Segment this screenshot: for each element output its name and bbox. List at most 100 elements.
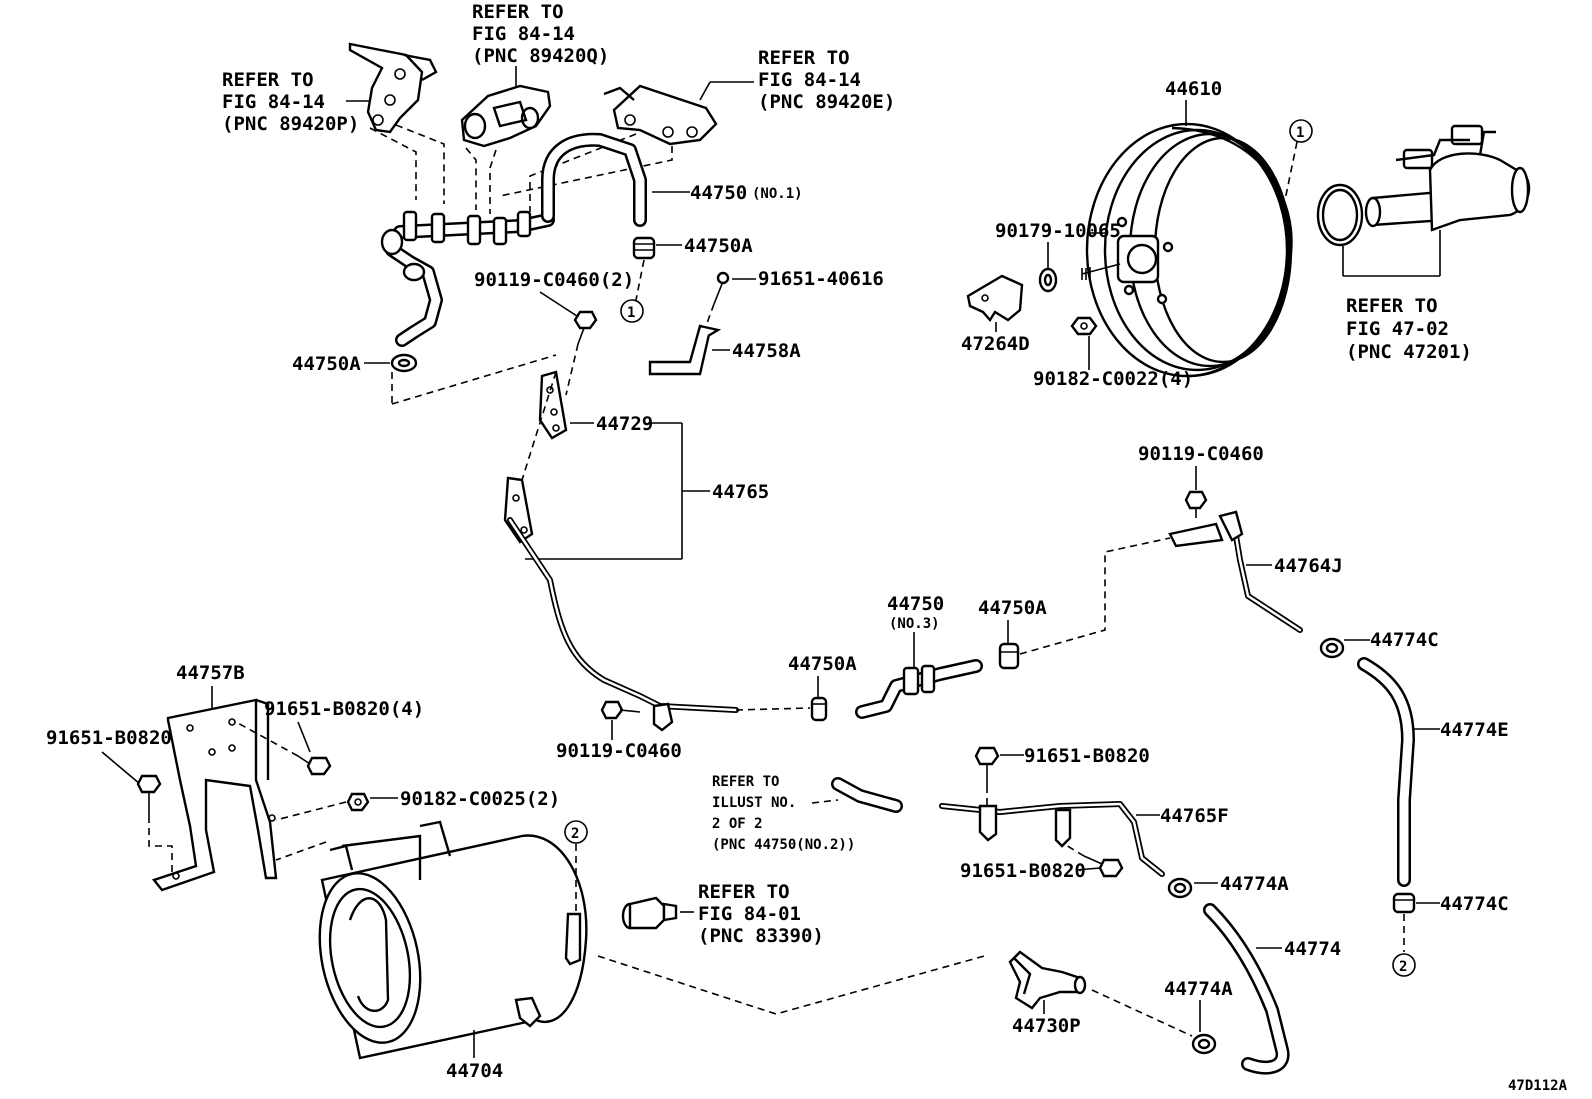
- bolt-90119-C0460-right[interactable]: [1184, 490, 1208, 518]
- ref-illust-line2[interactable]: ILLUST NO.: [712, 795, 796, 811]
- svg-text:2: 2: [1399, 959, 1407, 975]
- o-ring[interactable]: [1316, 183, 1364, 247]
- ref-84-14-p-line3[interactable]: (PNC 89420P): [222, 113, 359, 135]
- label-91651-B0820-left: 91651-B0820: [46, 727, 172, 749]
- clamp-44774A-top[interactable]: [1167, 877, 1193, 899]
- ref-fig-47-02-line1[interactable]: REFER TO: [1346, 295, 1438, 317]
- clamp-44750A-left[interactable]: [390, 353, 418, 373]
- label-44729: 44729: [596, 413, 653, 435]
- label-44704: 44704: [446, 1060, 503, 1082]
- label-91651-40616: 91651-40616: [758, 268, 884, 290]
- label-44765: 44765: [712, 481, 769, 503]
- label-91651-B0820-low: 91651-B0820: [960, 860, 1086, 882]
- label-44750A-top: 44750A: [684, 235, 753, 257]
- hose-bundle-upper[interactable]: [380, 210, 555, 347]
- master-cylinder[interactable]: [1364, 124, 1531, 232]
- label-44757B: 44757B: [176, 662, 245, 684]
- label-91651-B0820-mid: 91651-B0820: [1024, 745, 1150, 767]
- bracket-47264D[interactable]: [966, 274, 1024, 323]
- hose-44750-no1[interactable]: [541, 132, 647, 227]
- marker-1-top: 1: [620, 299, 644, 323]
- vsv-89420P[interactable]: [348, 42, 438, 134]
- nut-90179-10065[interactable]: [1038, 267, 1058, 293]
- label-44774: 44774: [1284, 938, 1341, 960]
- hose-44750-no3[interactable]: [855, 659, 983, 719]
- clamp-44750A-right[interactable]: [998, 642, 1020, 670]
- ref-84-14-p-line2[interactable]: FIG 84-14: [222, 91, 325, 113]
- label-90182-C0025: 90182-C0025(2): [400, 788, 560, 810]
- label-44610: 44610: [1165, 78, 1222, 100]
- ref-84-14-e-line3[interactable]: (PNC 89420E): [758, 91, 895, 113]
- bolt-91651-B0820-mid[interactable]: [974, 746, 1000, 786]
- ref-illust-line1[interactable]: REFER TO: [712, 774, 779, 790]
- brake-booster-44610[interactable]: [1081, 122, 1293, 378]
- pipe-44764J[interactable]: [1168, 510, 1303, 633]
- bracket-44729[interactable]: [538, 370, 568, 440]
- pipe-44765F[interactable]: [939, 801, 1165, 877]
- svg-text:1: 1: [1296, 125, 1304, 141]
- ref-84-14-q-line1[interactable]: REFER TO: [472, 1, 564, 23]
- ref-84-01-line1[interactable]: REFER TO: [698, 881, 790, 903]
- clamp-44750A-mid[interactable]: [810, 696, 828, 722]
- marker-1-booster: 1: [1289, 119, 1313, 143]
- label-44750A-left: 44750A: [292, 353, 361, 375]
- label-44750-no1: 44750: [690, 182, 747, 204]
- ref-84-01-line3[interactable]: (PNC 83390): [698, 925, 824, 947]
- ref-illust-line3[interactable]: 2 OF 2: [712, 816, 763, 832]
- hose-44750-no2[interactable]: [831, 777, 903, 813]
- ref-84-01-line2[interactable]: FIG 84-01: [698, 903, 801, 925]
- label-44750A-right: 44750A: [978, 597, 1047, 619]
- label-44750-no1-sub: (NO.1): [752, 186, 803, 202]
- label-44774C-top: 44774C: [1370, 629, 1439, 651]
- label-44730P: 44730P: [1012, 1015, 1081, 1037]
- nut-90182-C0022[interactable]: [1070, 316, 1098, 336]
- pipe-44765[interactable]: [503, 476, 739, 732]
- hose-44774E[interactable]: [1357, 657, 1415, 887]
- label-90119-C0460-right: 90119-C0460: [1138, 443, 1264, 465]
- bracket-44757B[interactable]: [151, 698, 278, 892]
- bolt-91651-40616[interactable]: [713, 271, 730, 305]
- bolt-90119-C0460-top[interactable]: [573, 310, 598, 345]
- svg-text:2: 2: [571, 826, 579, 842]
- ref-illust-line4[interactable]: (PNC 44750(NO.2)): [712, 837, 855, 853]
- clamp-44750A-top[interactable]: [632, 236, 656, 260]
- ref-84-14-e-line2[interactable]: FIG 84-14: [758, 69, 861, 91]
- clamp-44774C-top[interactable]: [1319, 637, 1345, 659]
- label-44750-no3: 44750: [887, 593, 944, 615]
- bolt-90119-C0460-bottom[interactable]: [600, 700, 641, 720]
- marker-2-tank: 2: [564, 820, 588, 844]
- ref-fig-47-02-line2[interactable]: FIG 47-02: [1346, 318, 1449, 340]
- check-valve-44730P[interactable]: [1008, 950, 1087, 1010]
- vsv-89420Q[interactable]: [460, 84, 552, 148]
- label-44774A-bottom: 44774A: [1164, 978, 1233, 1000]
- bolt-91651-B0820-left[interactable]: [136, 774, 162, 816]
- clamp-44774A-bottom[interactable]: [1191, 1033, 1217, 1055]
- ref-84-14-e-line1[interactable]: REFER TO: [758, 47, 850, 69]
- ref-84-14-q-line2[interactable]: FIG 84-14: [472, 23, 575, 45]
- vacuum-tank-44704[interactable]: [305, 820, 588, 1060]
- label-90119-C0460-2: 90119-C0460(2): [474, 269, 634, 291]
- label-90179-10065: 90179-10065: [995, 220, 1121, 242]
- label-91651-B0820-4: 91651-B0820(4): [264, 698, 424, 720]
- clamp-44774C-bottom[interactable]: [1392, 892, 1416, 914]
- ref-fig-47-02-line3[interactable]: (PNC 47201): [1346, 341, 1472, 363]
- diagram-code: 47D112A: [1508, 1078, 1568, 1094]
- bolt-91651-B0820-4[interactable]: [297, 755, 332, 776]
- bolt-91651-B0820-low[interactable]: [1083, 855, 1124, 878]
- nut-90182-C0025[interactable]: [346, 792, 370, 812]
- label-47264D: 47264D: [961, 333, 1030, 355]
- label-44758A: 44758A: [732, 340, 801, 362]
- label-90119-C0460-bottom: 90119-C0460: [556, 740, 682, 762]
- label-44750-no3-sub: (NO.3): [889, 616, 940, 632]
- sensor-83390[interactable]: [621, 896, 678, 930]
- label-44764J: 44764J: [1274, 555, 1343, 577]
- label-44774C-bottom: 44774C: [1440, 893, 1509, 915]
- ref-84-14-p-line1[interactable]: REFER TO: [222, 69, 314, 91]
- marker-2-right: 2: [1392, 953, 1416, 977]
- label-90182-C0022: 90182-C0022(4): [1033, 368, 1193, 390]
- vsv-89420E[interactable]: [603, 84, 718, 146]
- hose-44774[interactable]: [1203, 903, 1290, 1075]
- bracket-44758A[interactable]: [648, 324, 722, 376]
- ref-84-14-q-line3[interactable]: (PNC 89420Q): [472, 45, 609, 67]
